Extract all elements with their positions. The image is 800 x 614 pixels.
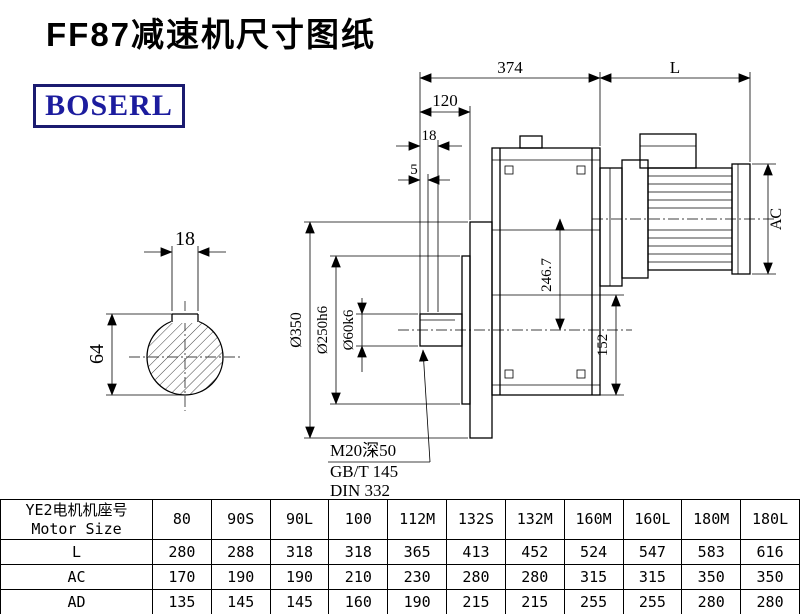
value-cell: 255 [563,589,624,614]
value-cell: 160 [328,589,389,614]
dia-250-label: Ø250h6 [315,305,331,354]
table-row-AD: AD 135 145 145 160 190 215 215 255 255 2… [0,589,800,614]
size-col-90l: 90L [269,499,330,540]
logo-text: BOSERL [45,89,173,122]
dimensions: 374 L 120 18 5 AC 246.7 152 Ø350 [288,58,785,439]
dimension-drawing: 18 64 [86,58,785,499]
table-header-row: YE2电机机座号 Motor Size 80 90S 90L 100 112M … [0,499,800,540]
size-col-160m: 160M [563,499,624,540]
value-cell: 255 [622,589,683,614]
value-cell: 280 [504,564,565,590]
dia-60-label: Ø60k6 [341,309,357,350]
size-col-112m: 112M [387,499,448,540]
header-en: Motor Size [31,519,122,538]
fan-cowl [731,163,751,275]
value-cell: 280 [152,539,212,565]
size-col-160l: 160L [622,499,683,540]
value-cell: 135 [152,589,212,614]
thread-note-label: M20深50 [330,441,396,460]
dim-18-label: 18 [422,128,437,144]
motor-size-table: YE2电机机座号 Motor Size 80 90S 90L 100 112M … [0,499,800,614]
motor-adapter [599,167,623,287]
dim-AC-label: AC [768,208,785,230]
value-cell: 547 [622,539,683,565]
row-label-AD: AD [0,589,153,614]
terminal-box [639,133,697,169]
row-label-L: L [0,539,153,565]
size-col-100: 100 [328,499,389,540]
value-cell: 210 [328,564,389,590]
value-cell: 616 [740,539,800,565]
table-row-L: L 280 288 318 318 365 413 452 524 547 58… [0,539,800,565]
value-cell: 315 [563,564,624,590]
page-title: FF87减速机尺寸图纸 [46,16,377,53]
value-cell: 318 [269,539,330,565]
standard-din-label: DIN 332 [330,481,390,499]
value-cell: 452 [504,539,565,565]
dim-5-label: 5 [410,162,418,178]
table-row-AC: AC 170 190 190 210 230 280 280 315 315 3… [0,564,800,590]
value-cell: 170 [152,564,212,590]
dim-152-label: 152 [595,334,611,357]
dim-L-label: L [670,58,680,77]
value-cell: 280 [740,589,800,614]
value-cell: 583 [681,539,742,565]
value-cell: 145 [210,589,271,614]
value-cell: 365 [387,539,448,565]
value-cell: 350 [681,564,742,590]
standard-gbt-label: GB/T 145 [330,462,398,481]
dim-120-label: 120 [432,91,458,110]
keyway-width-dim: 18 [175,228,195,250]
value-cell: 524 [563,539,624,565]
housing-plug [519,135,543,149]
size-col-80: 80 [152,499,212,540]
size-col-180m: 180M [681,499,742,540]
shaft-end-view: 18 64 [86,228,241,411]
size-col-132m: 132M [504,499,565,540]
value-cell: 315 [622,564,683,590]
size-col-180l: 180L [740,499,800,540]
size-col-90s: 90S [210,499,271,540]
dim-246-label: 246.7 [539,258,555,292]
boserl-logo: BOSERL [33,84,185,128]
value-cell: 230 [387,564,448,590]
value-cell: 280 [681,589,742,614]
value-cell: 215 [504,589,565,614]
value-cell: 288 [210,539,271,565]
value-cell: 190 [387,589,448,614]
value-cell: 145 [269,589,330,614]
value-cell: 280 [446,564,506,590]
size-col-132s: 132S [446,499,506,540]
gearbox-side-view [398,133,774,439]
value-cell: 413 [446,539,506,565]
value-cell: 350 [740,564,800,590]
keyway-height-dim: 64 [86,344,108,364]
row-label-AC: AC [0,564,153,590]
header-cn: YE2电机机座号 [25,500,128,519]
value-cell: 318 [328,539,389,565]
thread-note-block: M20深50 GB/T 145 DIN 332 [328,349,431,499]
value-cell: 190 [269,564,330,590]
value-cell: 190 [210,564,271,590]
shaft-section-circle [146,318,224,396]
motor-size-header: YE2电机机座号 Motor Size [0,499,153,540]
dia-350-label: Ø350 [288,312,305,348]
dim-374-label: 374 [497,58,523,77]
value-cell: 215 [446,589,506,614]
